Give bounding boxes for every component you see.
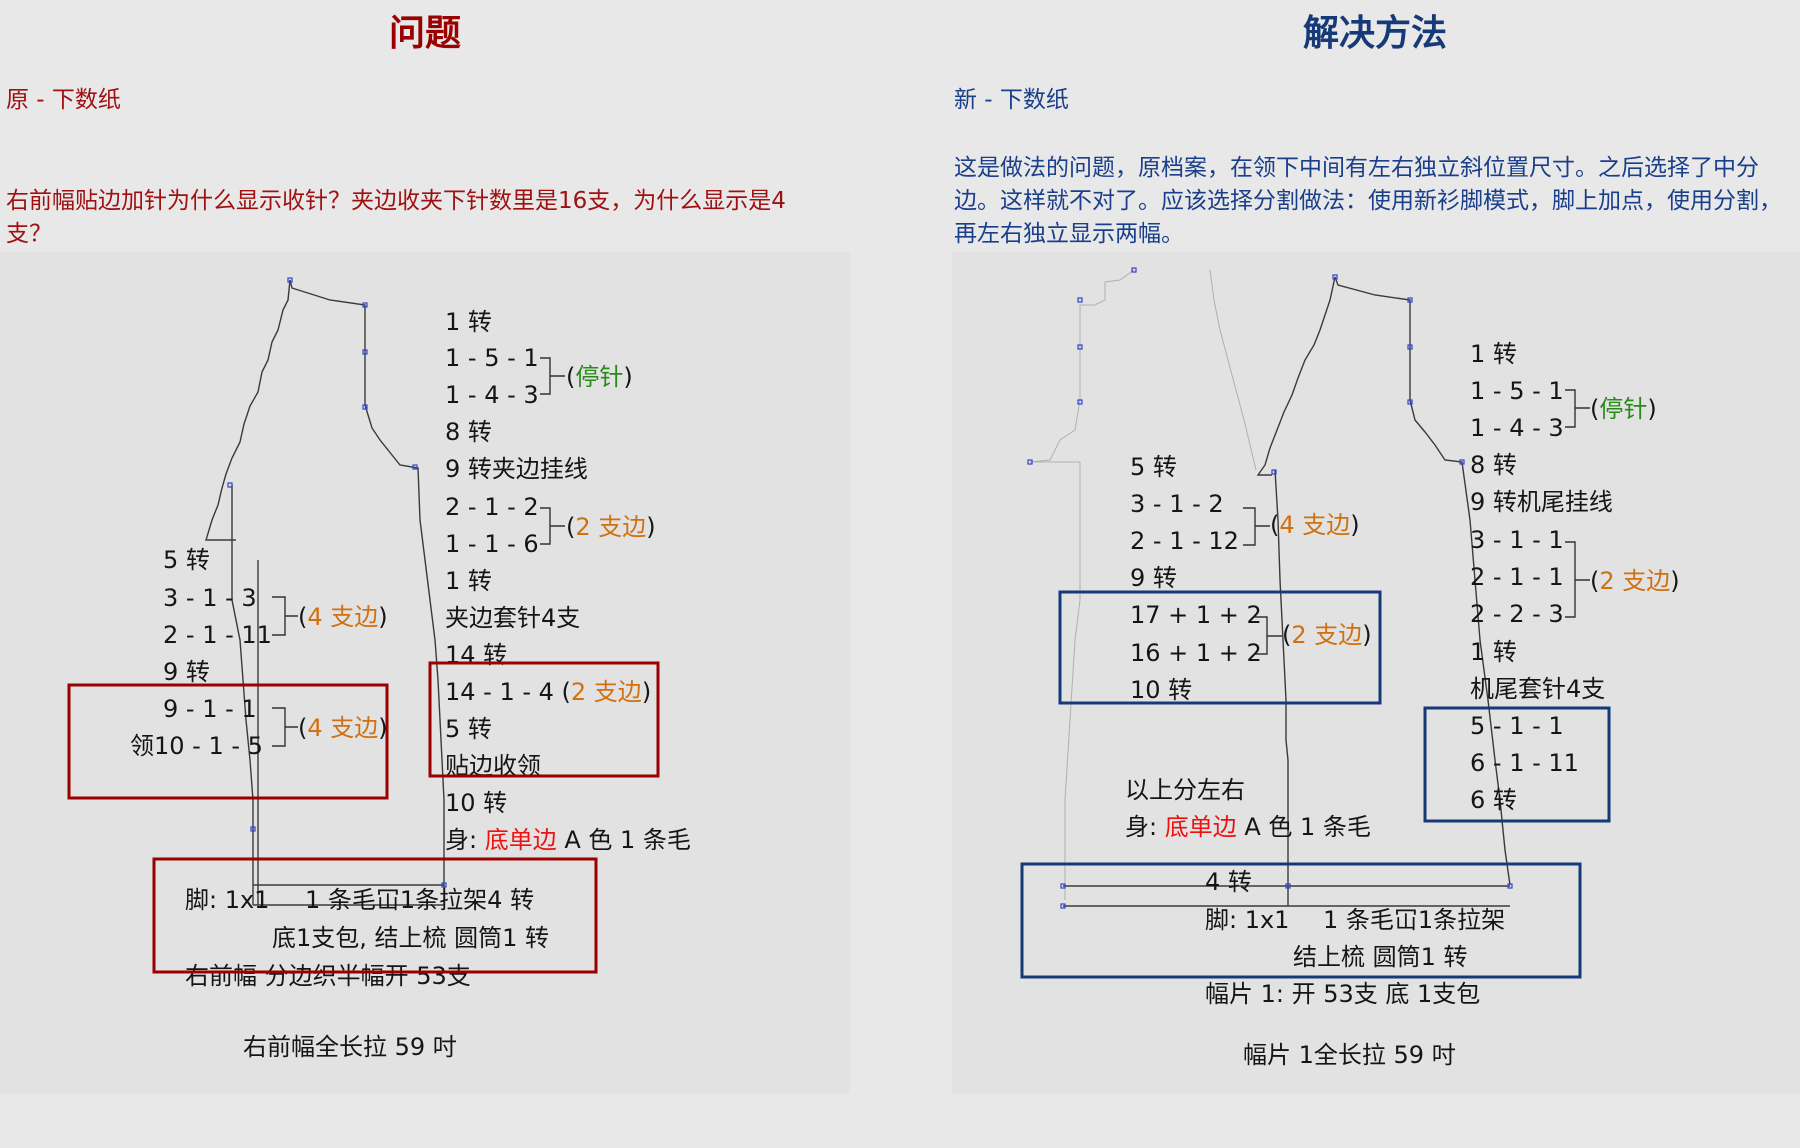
problem-brackets — [272, 357, 565, 747]
problem-subtitle: 原 - 下数纸 — [6, 87, 121, 113]
solution-edge-highlight — [1423, 706, 1611, 823]
solution-row-label: 17 + 1 + 2 — [1130, 601, 1262, 629]
solution-row-label: 机尾套针4支 — [1470, 675, 1605, 703]
solution-foot-highlight — [1020, 862, 1582, 979]
solution-split-note: 以上分左右 — [1125, 776, 1245, 804]
problem-row-label: 1 - 1 - 6 — [445, 530, 539, 558]
problem-row-label: 2 - 1 - 11 — [163, 621, 272, 649]
problem-highlight-boxes — [67, 661, 660, 974]
solution-row-label: 9 转机尾挂线 — [1470, 488, 1613, 516]
solution-foot-label: 1 条毛冚1条拉架 — [1323, 906, 1505, 934]
problem-row-label: 9 转 — [163, 658, 210, 686]
solution-row-label: 10 转 — [1130, 676, 1192, 704]
solution-row-label: 2 - 1 - 12 — [1130, 527, 1239, 555]
solution-stop-note: (停针) — [1590, 395, 1657, 423]
solution-row-label: 5 - 1 - 1 — [1470, 712, 1564, 740]
problem-neck-highlight — [67, 683, 389, 800]
solution-row-label: 3 - 1 - 2 — [1130, 490, 1224, 518]
problem-foot-label: 右前幅 分边织半幅开 53支 — [185, 962, 471, 990]
problem-row-label: 1 - 5 - 1 — [445, 344, 539, 372]
problem-row-label: 10 转 — [445, 789, 507, 817]
problem-row-label: 领10 - 1 - 5 — [130, 732, 263, 760]
problem-row-label: 2 - 1 - 2 — [445, 493, 539, 521]
problem-row-label: 8 转 — [445, 418, 492, 446]
problem-body-label: 身: 底单边 A 色 1 条毛 — [445, 826, 691, 854]
problem-foot-label: 1 条毛冚1条拉架4 转 — [305, 886, 534, 914]
problem-row-label: 14 转 — [445, 641, 507, 669]
problem-edge-highlight — [428, 661, 660, 778]
solution-row-label: 2 - 2 - 3 — [1470, 600, 1564, 628]
solution-highlight-boxes — [1020, 590, 1611, 979]
solution-edge-note: (2 支边) — [1590, 567, 1680, 595]
problem-foot-label: 底1支包, 结上梳 圆筒1 转 — [272, 924, 549, 952]
solution-foot-label: 结上梳 圆筒1 转 — [1293, 943, 1468, 971]
solution-row-label: 1 - 4 - 3 — [1470, 414, 1564, 442]
solution-foot-label: 脚: 1x1 — [1205, 906, 1289, 934]
problem-foot-highlight — [152, 857, 598, 974]
problem-row-label: 3 - 1 - 3 — [163, 584, 257, 612]
problem-row-label: 14 - 1 - 4 (2 支边) — [445, 678, 651, 706]
solution-row-label: 9 转 — [1130, 564, 1177, 592]
problem-edge-note: (4 支边) — [298, 714, 388, 742]
problem-row-label: 1 转 — [445, 567, 492, 595]
problem-diagram-panel — [0, 252, 850, 1094]
problem-description: 右前幅贴边加针为什么显示收针？夹边收夹下针数里是16支，为什么显示是4支？ — [6, 188, 786, 247]
solution-row-label: 16 + 1 + 2 — [1130, 639, 1262, 667]
problem-title: 问题 — [388, 13, 461, 54]
solution-row-label: 5 转 — [1130, 453, 1177, 481]
problem-right-labels: 1 转 1 - 5 - 1 1 - 4 - 3 (停针) 8 转 9 转夹边挂线… — [445, 308, 691, 854]
solution-title: 解决方法 — [1302, 13, 1447, 54]
solution-description: 这是做法的问题，原档案，在领下中间有左右独立斜位置尺寸。之后选择了中分边。这样就… — [954, 155, 1782, 247]
problem-row-label: 5 转 — [163, 546, 210, 574]
problem-left-labels: 5 转 3 - 1 - 3 2 - 1 - 11 (4 支边) 9 转 9 - … — [130, 546, 388, 760]
solution-row-label: 1 转 — [1470, 340, 1517, 368]
solution-row-label: 1 - 5 - 1 — [1470, 377, 1564, 405]
problem-edge-note: (2 支边) — [566, 513, 656, 541]
solution-row-label: 6 - 1 - 11 — [1470, 749, 1579, 777]
solution-body-label: 身: 底单边 A 色 1 条毛 — [1125, 813, 1371, 841]
solution-edge-note: (2 支边) — [1282, 621, 1372, 649]
problem-garment-outline — [205, 279, 445, 906]
solution-edge-note: (4 支边) — [1270, 511, 1360, 539]
solution-row-label: 2 - 1 - 1 — [1470, 563, 1564, 591]
solution-left-labels: 5 转 3 - 1 - 2 2 - 1 - 12 (4 支边) 9 转 17 +… — [1125, 453, 1372, 841]
solution-row-label: 1 转 — [1470, 638, 1517, 666]
solution-length-label: 幅片 1全长拉 59 吋 — [1243, 1041, 1456, 1069]
solution-row-label: 3 - 1 - 1 — [1470, 526, 1564, 554]
solution-brackets — [1243, 389, 1590, 655]
solution-subtitle: 新 - 下数纸 — [954, 87, 1069, 113]
solution-foot-label: 4 转 — [1205, 868, 1252, 896]
problem-length-label: 右前幅全长拉 59 吋 — [243, 1033, 457, 1061]
problem-row-label: 5 转 — [445, 715, 492, 743]
problem-row-label: 1 转 — [445, 308, 492, 336]
solution-garment-outline — [1029, 269, 1511, 907]
problem-control-points — [227, 277, 447, 888]
solution-piece-label: 幅片 1: 开 53支 底 1支包 — [1205, 980, 1480, 1008]
solution-right-labels: 1 转 1 - 5 - 1 1 - 4 - 3 (停针) 8 转 9 转机尾挂线… — [1470, 340, 1680, 814]
solution-row-label: 6 转 — [1470, 786, 1517, 814]
problem-row-label: 9 - 1 - 1 — [163, 695, 257, 723]
solution-control-points — [1027, 267, 1513, 909]
solution-row-label: 8 转 — [1470, 451, 1517, 479]
problem-edge-note: (4 支边) — [298, 603, 388, 631]
solution-diagram-panel — [952, 252, 1800, 1094]
problem-row-label: 夹边套针4支 — [445, 604, 580, 632]
problem-row-label: 1 - 4 - 3 — [445, 381, 539, 409]
problem-stop-note: (停针) — [566, 363, 633, 391]
problem-row-label: 9 转夹边挂线 — [445, 455, 588, 483]
problem-footer-labels: 脚: 1x1 1 条毛冚1条拉架4 转 底1支包, 结上梳 圆筒1 转 右前幅 … — [185, 886, 549, 1061]
solution-footer-labels: 4 转 脚: 1x1 1 条毛冚1条拉架 结上梳 圆筒1 转 幅片 1: 开 5… — [1205, 868, 1505, 1069]
solution-neck-highlight — [1058, 590, 1382, 705]
problem-foot-label: 脚: 1x1 — [185, 886, 269, 914]
